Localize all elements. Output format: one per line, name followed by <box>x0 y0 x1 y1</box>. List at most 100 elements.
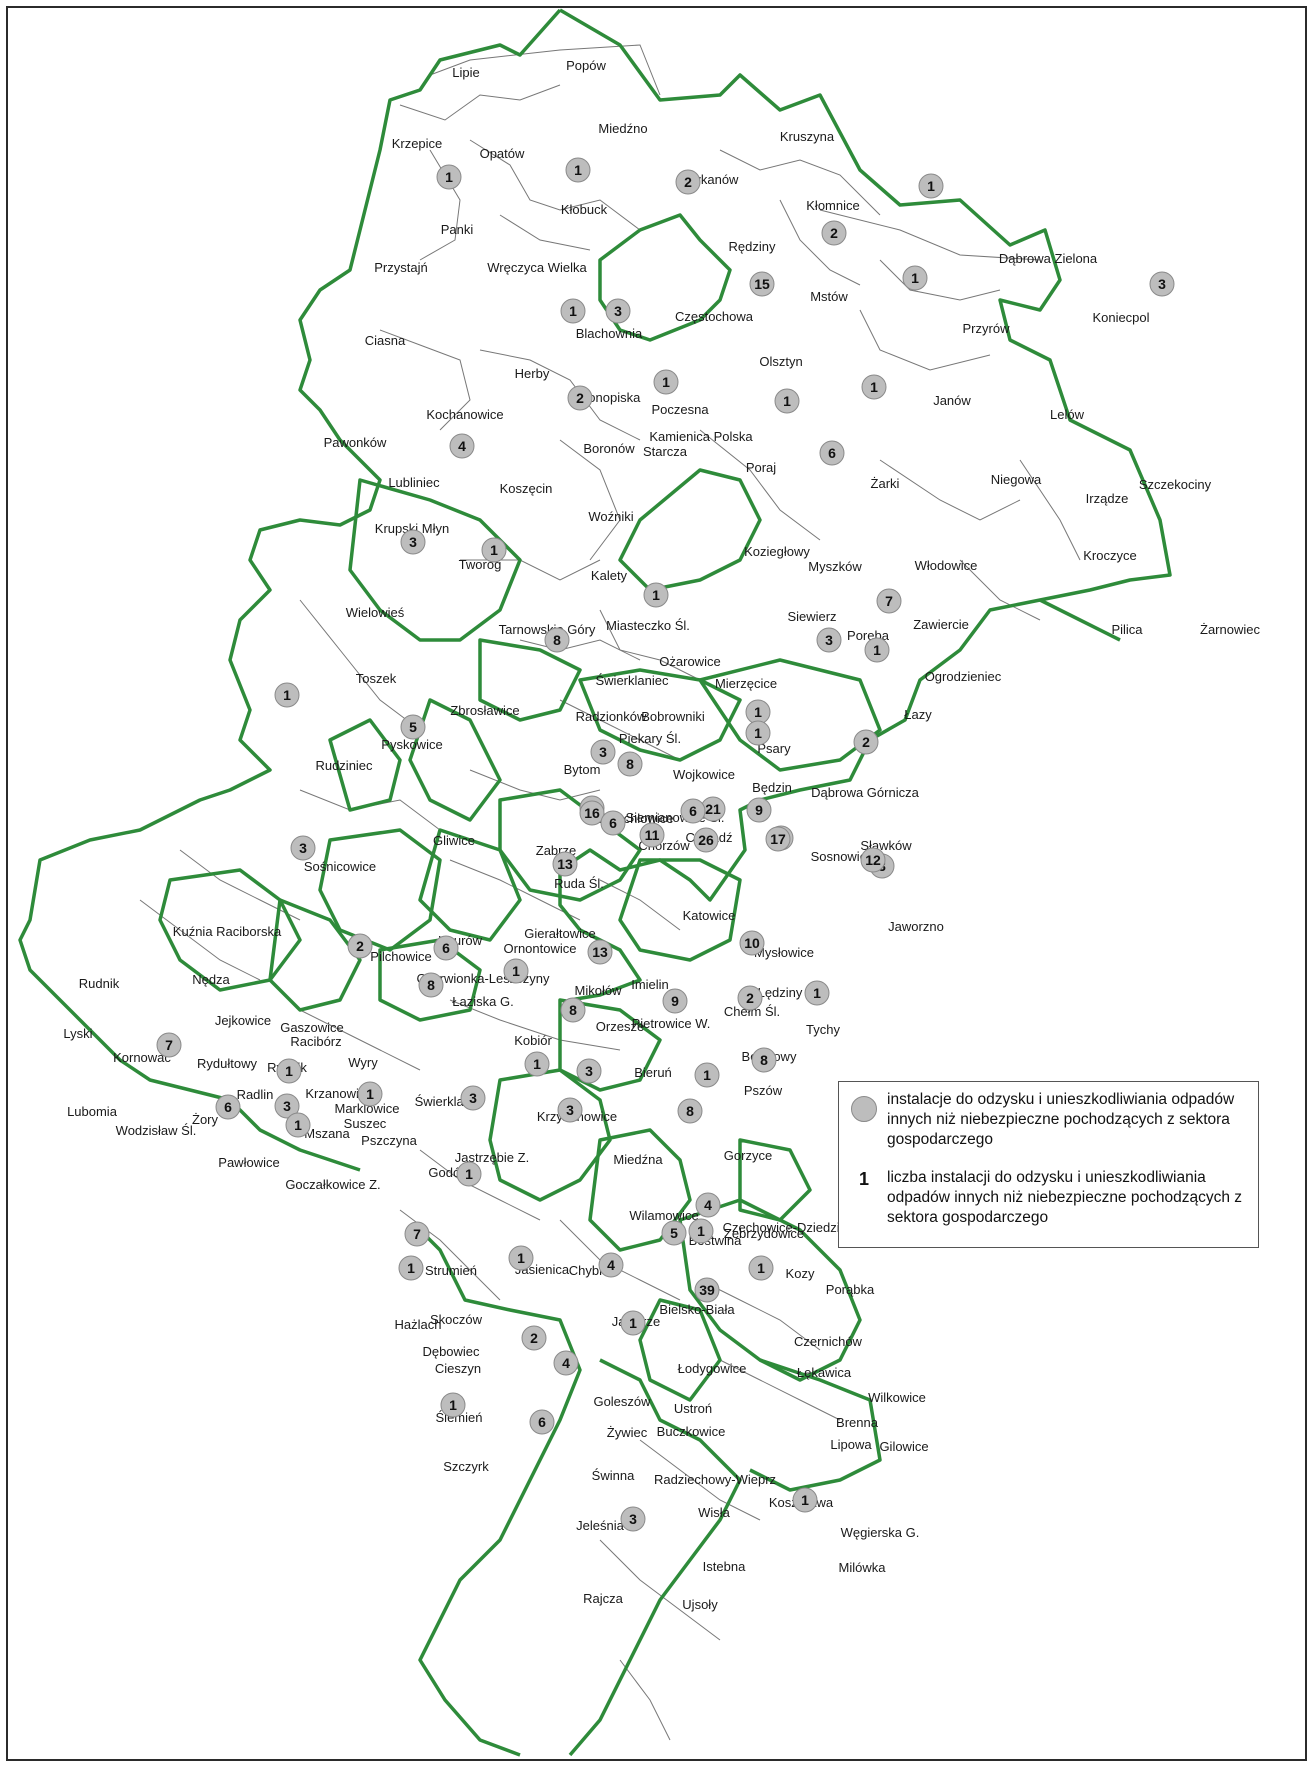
place-label-miasteczko-sl: Miasteczko Śl. <box>606 618 690 633</box>
place-label-irzadze: Irządze <box>1086 491 1129 506</box>
installation-count-value: 4 <box>607 1257 615 1273</box>
place-label-miedzno: Miedźno <box>598 121 647 136</box>
place-label-panki: Panki <box>441 222 474 237</box>
installation-count-marker: 1 <box>508 1245 534 1271</box>
installation-count-value: 1 <box>697 1223 705 1239</box>
installation-count-value: 1 <box>449 1397 457 1413</box>
place-label-lipowa: Lipowa <box>830 1437 872 1452</box>
installation-count-marker: 1 <box>620 1310 646 1336</box>
installation-count-value: 6 <box>828 445 836 461</box>
place-label-psary: Psary <box>757 741 791 756</box>
gray-circle-icon <box>693 827 719 853</box>
place-label-mszana: Mszana <box>304 1126 350 1141</box>
place-label-istebna: Istebna <box>703 1559 746 1574</box>
installation-count-marker: 4 <box>553 1350 579 1376</box>
installation-count-value: 6 <box>538 1414 546 1430</box>
installation-count-value: 1 <box>569 303 577 319</box>
place-label-mikolow: Mikołów <box>575 983 623 998</box>
place-label-jejkowice: Jejkowice <box>215 1013 271 1028</box>
installation-count-marker: 5 <box>400 714 426 740</box>
place-label-bytom: Bytom <box>564 762 601 777</box>
installation-count-marker: 3 <box>460 1085 486 1111</box>
installation-count-value: 15 <box>754 276 770 292</box>
place-label-wegierska-g: Węgierska G. <box>841 1525 920 1540</box>
commune-boundary-line <box>449 859 581 921</box>
place-label-ogrodzieniec: Ogrodzieniec <box>925 669 1002 684</box>
installation-count-value: 13 <box>592 944 608 960</box>
gray-circle-icon <box>819 440 845 466</box>
commune-boundary-line <box>719 1359 841 1421</box>
place-label-ustron: Ustroń <box>674 1401 712 1416</box>
installation-count-value: 2 <box>862 734 870 750</box>
installation-count-marker: 11 <box>639 822 665 848</box>
installation-count-marker: 1 <box>653 369 679 395</box>
place-label-rudziniec: Rudziniec <box>315 758 373 773</box>
place-label-zawiercie: Zawiercie <box>913 617 969 632</box>
installation-count-value: 3 <box>566 1102 574 1118</box>
place-label-radziechowy-wieprz: Radziechowy-Wieprz <box>654 1472 776 1487</box>
installation-count-value: 7 <box>413 1226 421 1242</box>
place-label-wilamowice: Wilamowice <box>629 1208 698 1223</box>
place-label-dabrowa-zielona: Dąbrowa Zielona <box>999 251 1098 266</box>
gray-circle-icon <box>274 1093 300 1119</box>
installation-count-marker: 2 <box>521 1325 547 1351</box>
gray-circle-icon <box>590 739 616 765</box>
installation-count-value: 1 <box>662 374 670 390</box>
gray-circle-icon <box>560 997 586 1023</box>
installation-count-value: 1 <box>873 642 881 658</box>
place-label-tarnowskie-gory: Tarnowskie Góry <box>499 622 596 637</box>
installation-count-value: 26 <box>698 832 714 848</box>
installation-count-marker: 1 <box>643 582 669 608</box>
place-label-raciborz: Racibórz <box>290 1034 341 1049</box>
installation-count-marker: 4 <box>695 1192 721 1218</box>
installation-count-marker: 3 <box>816 627 842 653</box>
place-label-miedzna: Miedźna <box>613 1152 663 1167</box>
county-boundary-line <box>738 1138 812 1222</box>
place-label-przyrow: Przyrów <box>963 321 1011 336</box>
gray-circle-icon <box>560 298 586 324</box>
gray-circle-icon <box>436 164 462 190</box>
gray-circle-icon <box>804 980 830 1006</box>
place-label-kozy: Kozy <box>786 1266 815 1281</box>
installation-count-value: 1 <box>465 1166 473 1182</box>
installation-count-marker: 5 <box>661 1220 687 1246</box>
gray-circle-icon <box>400 529 426 555</box>
installation-count-marker: 13 <box>587 939 613 965</box>
installation-count-value: 3 <box>629 1511 637 1527</box>
gray-circle-icon <box>274 682 300 708</box>
installation-count-marker: 8 <box>751 1047 777 1073</box>
installation-count-marker: 2 <box>737 985 763 1011</box>
gray-circle-icon <box>653 369 679 395</box>
place-label-szczyrk: Szczyrk <box>443 1459 489 1474</box>
commune-boundary-line <box>179 849 301 921</box>
installation-count-marker: 1 <box>274 682 300 708</box>
installation-count-value: 8 <box>760 1052 768 1068</box>
place-label-jelesnia: Jeleśnia <box>576 1518 624 1533</box>
place-label-lazy: Łazy <box>904 707 932 722</box>
installation-count-marker: 6 <box>819 440 845 466</box>
gray-circle-icon <box>751 1047 777 1073</box>
installation-count-value: 1 <box>801 1492 809 1508</box>
installation-count-marker: 12 <box>860 847 886 873</box>
commune-boundary-line <box>429 44 661 96</box>
gray-circle-icon <box>902 265 928 291</box>
installation-count-value: 1 <box>407 1260 415 1276</box>
installation-count-marker: 8 <box>544 627 570 653</box>
place-label-sosnicowice: Sośnicowice <box>304 859 376 874</box>
gray-circle-icon <box>524 1051 550 1077</box>
place-label-strumien: Strumień <box>425 1263 477 1278</box>
commune-boundary-line <box>819 209 1041 261</box>
installation-count-value: 3 <box>599 744 607 760</box>
installation-count-marker: 2 <box>853 729 879 755</box>
place-label-pawonkow: Pawonków <box>324 435 387 450</box>
gray-circle-icon <box>861 374 887 400</box>
place-label-czechowice-dziedzice: Czechowice-Dziedzice <box>723 1220 854 1235</box>
installation-count-value: 10 <box>744 935 760 951</box>
commune-boundary-line <box>299 599 421 731</box>
place-label-opatow: Opatów <box>480 146 525 161</box>
county-boundary-line <box>418 1228 582 1757</box>
installation-count-value: 3 <box>1158 276 1166 292</box>
place-label-skoczow: Skoczów <box>430 1312 483 1327</box>
gray-circle-icon <box>745 720 771 746</box>
county-boundary-line <box>638 1298 722 1402</box>
